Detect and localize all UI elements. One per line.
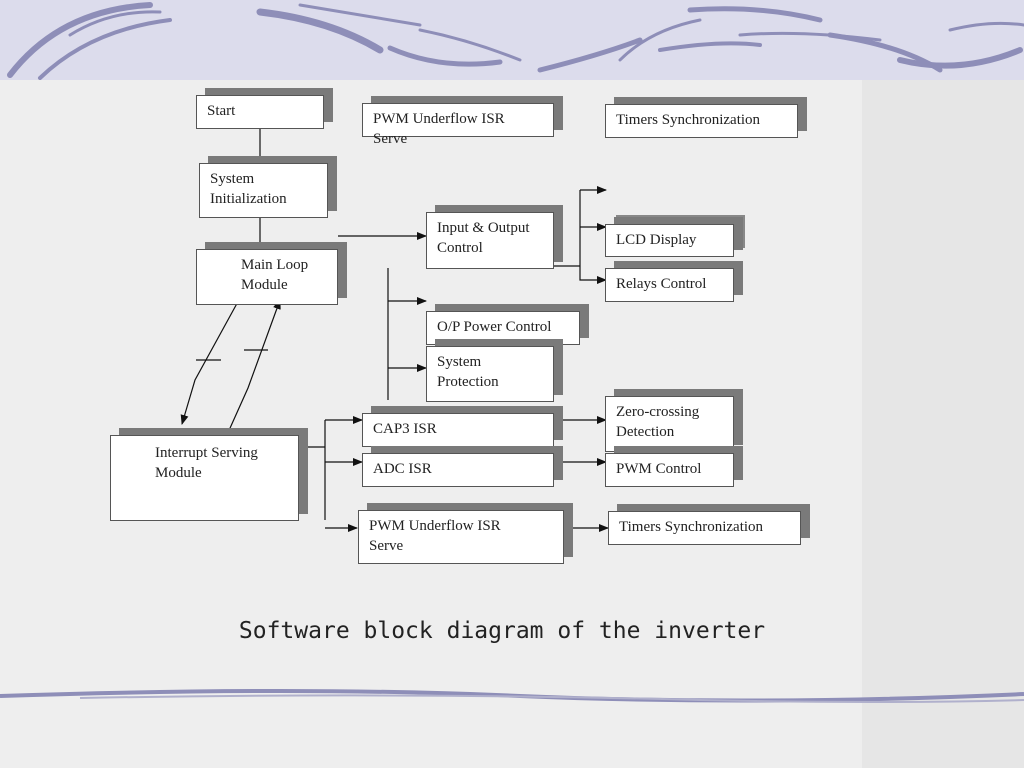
diagram-caption: Software block diagram of the inverter [238,618,766,644]
box-pwm-control-label: PWM Control [616,461,702,477]
box-op-power-control-label: O/P Power Control [437,319,552,335]
box-adc-isr: ADC ISR [362,453,554,487]
box-input-output-control-label: Input & Output Control [437,220,530,256]
box-adc-isr-label: ADC ISR [373,461,432,477]
box-start: Start [196,95,324,129]
box-system-initialization: System Initialization [199,163,328,218]
box-interrupt-serving-module: Interrupt Serving Module [110,435,299,521]
box-op-power-control: O/P Power Control [426,311,580,345]
box-pwm-underflow-bottom: PWM Underflow ISR Serve [358,510,564,564]
box-cap3-isr-label: CAP3 ISR [373,421,437,437]
box-system-initialization-label: System Initialization [210,171,287,207]
box-lcd-display: LCD Display [605,224,734,257]
box-lcd-display-label: LCD Display [616,232,697,248]
box-zero-crossing-detection: Zero-crossing Detection [605,396,734,452]
box-pwm-underflow-top-label: PWM Underflow ISR Serve [373,111,505,147]
box-system-protection: System Protection [426,346,554,402]
box-timers-sync-bottom: Timers Synchronization [608,511,801,545]
decorative-right-strip [862,80,1024,768]
box-system-protection-label: System Protection [437,354,499,390]
box-start-label: Start [207,103,236,119]
box-pwm-control: PWM Control [605,453,734,487]
box-pwm-underflow-top: PWM Underflow ISR Serve [362,103,554,147]
box-main-loop-module-label: Main Loop Module [241,257,309,293]
box-zero-crossing-detection-label: Zero-crossing Detection [616,404,700,440]
box-cap3-isr: CAP3 ISR [362,413,554,447]
decorative-bottom-band [0,684,1024,708]
box-timers-sync-top: Timers Synchronization [605,104,798,138]
swoosh-line [0,689,1024,703]
box-relays-control: Relays Control [605,268,734,302]
box-pwm-underflow-bottom-label: PWM Underflow ISR Serve [369,518,501,554]
box-timers-sync-top-label: Timers Synchronization [616,112,761,128]
box-relays-control-label: Relays Control [616,276,707,292]
decorative-top-band [0,0,1024,80]
box-input-output-control: Input & Output Control [426,212,554,269]
swoosh-pattern [7,2,1024,80]
box-interrupt-serving-module-label: Interrupt Serving Module [155,445,258,481]
box-timers-sync-bottom-label: Timers Synchronization [619,519,764,535]
box-main-loop-module: Main Loop Module [196,249,338,305]
